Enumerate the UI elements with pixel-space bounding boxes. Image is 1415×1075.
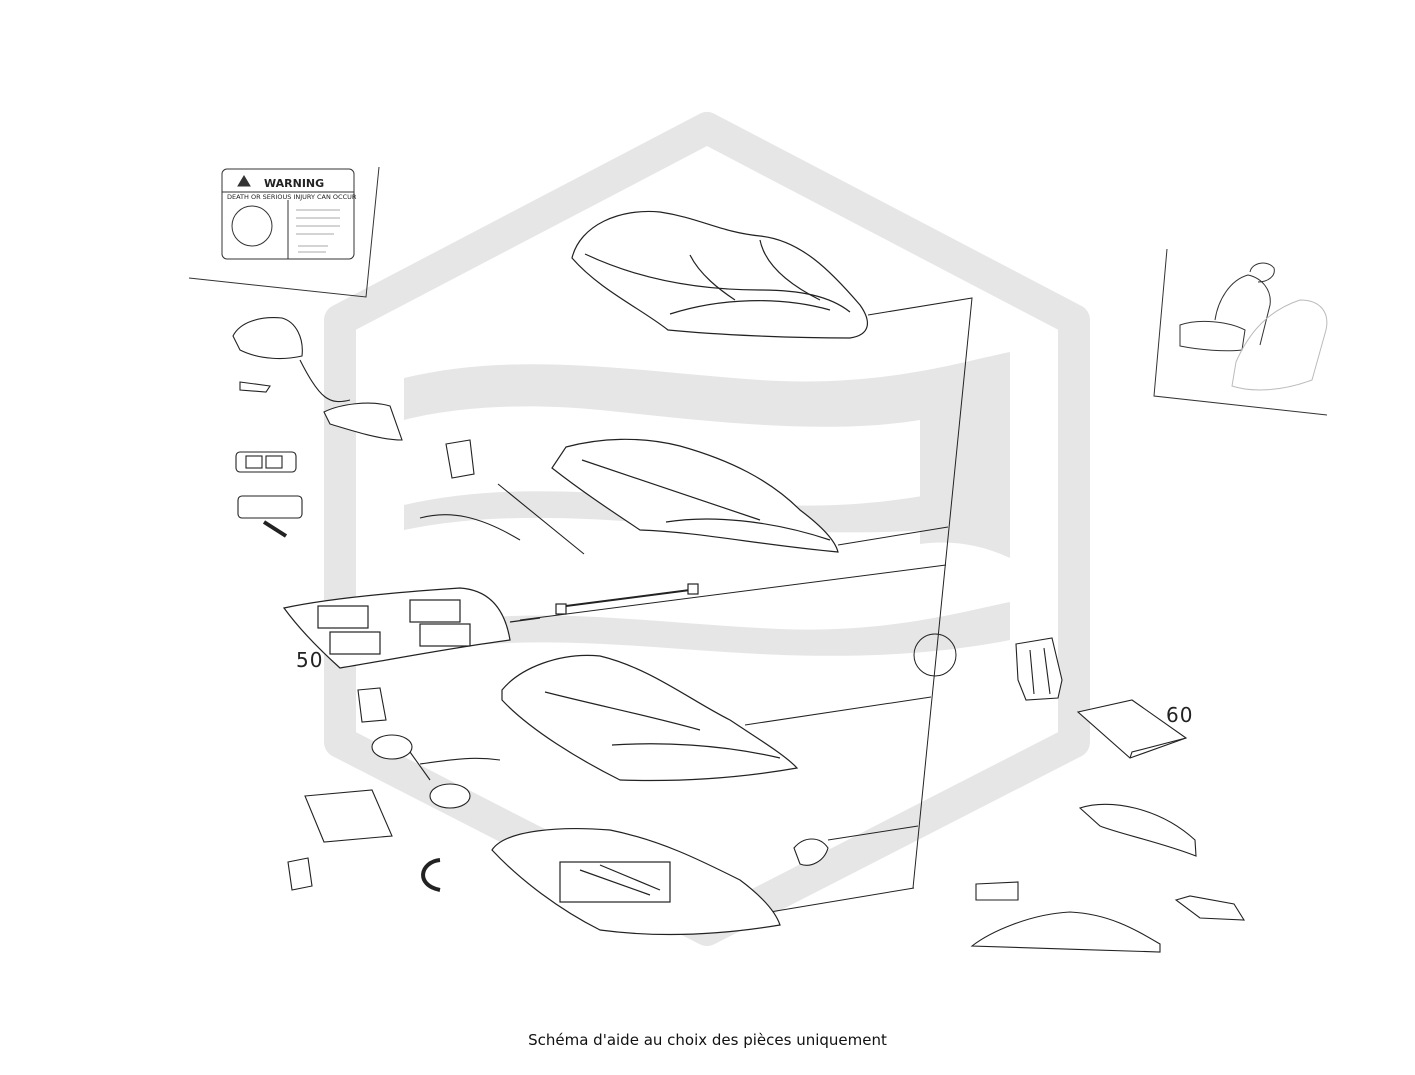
seat-pan-frame (282, 583, 699, 669)
diagram-caption: Schéma d'aide au choix des pièces unique… (528, 1031, 887, 1049)
seat-lower-foam (501, 654, 799, 782)
warning-sheet (188, 166, 380, 298)
callout-60: 60 (1166, 703, 1194, 727)
small-parts-right (793, 637, 1246, 953)
callout-50: 50 (296, 648, 324, 672)
warning-title: WARNING (264, 177, 324, 190)
reference-lines (519, 297, 973, 913)
seat-reference-sketch (1153, 248, 1328, 416)
warning-subtitle: DEATH OR SERIOUS INJURY CAN OCCUR (227, 193, 357, 201)
seat-cushion-cover (571, 210, 868, 339)
seat-bottom-tray (491, 828, 781, 936)
seat-foam-pad (551, 438, 839, 553)
small-parts-left (232, 317, 585, 892)
